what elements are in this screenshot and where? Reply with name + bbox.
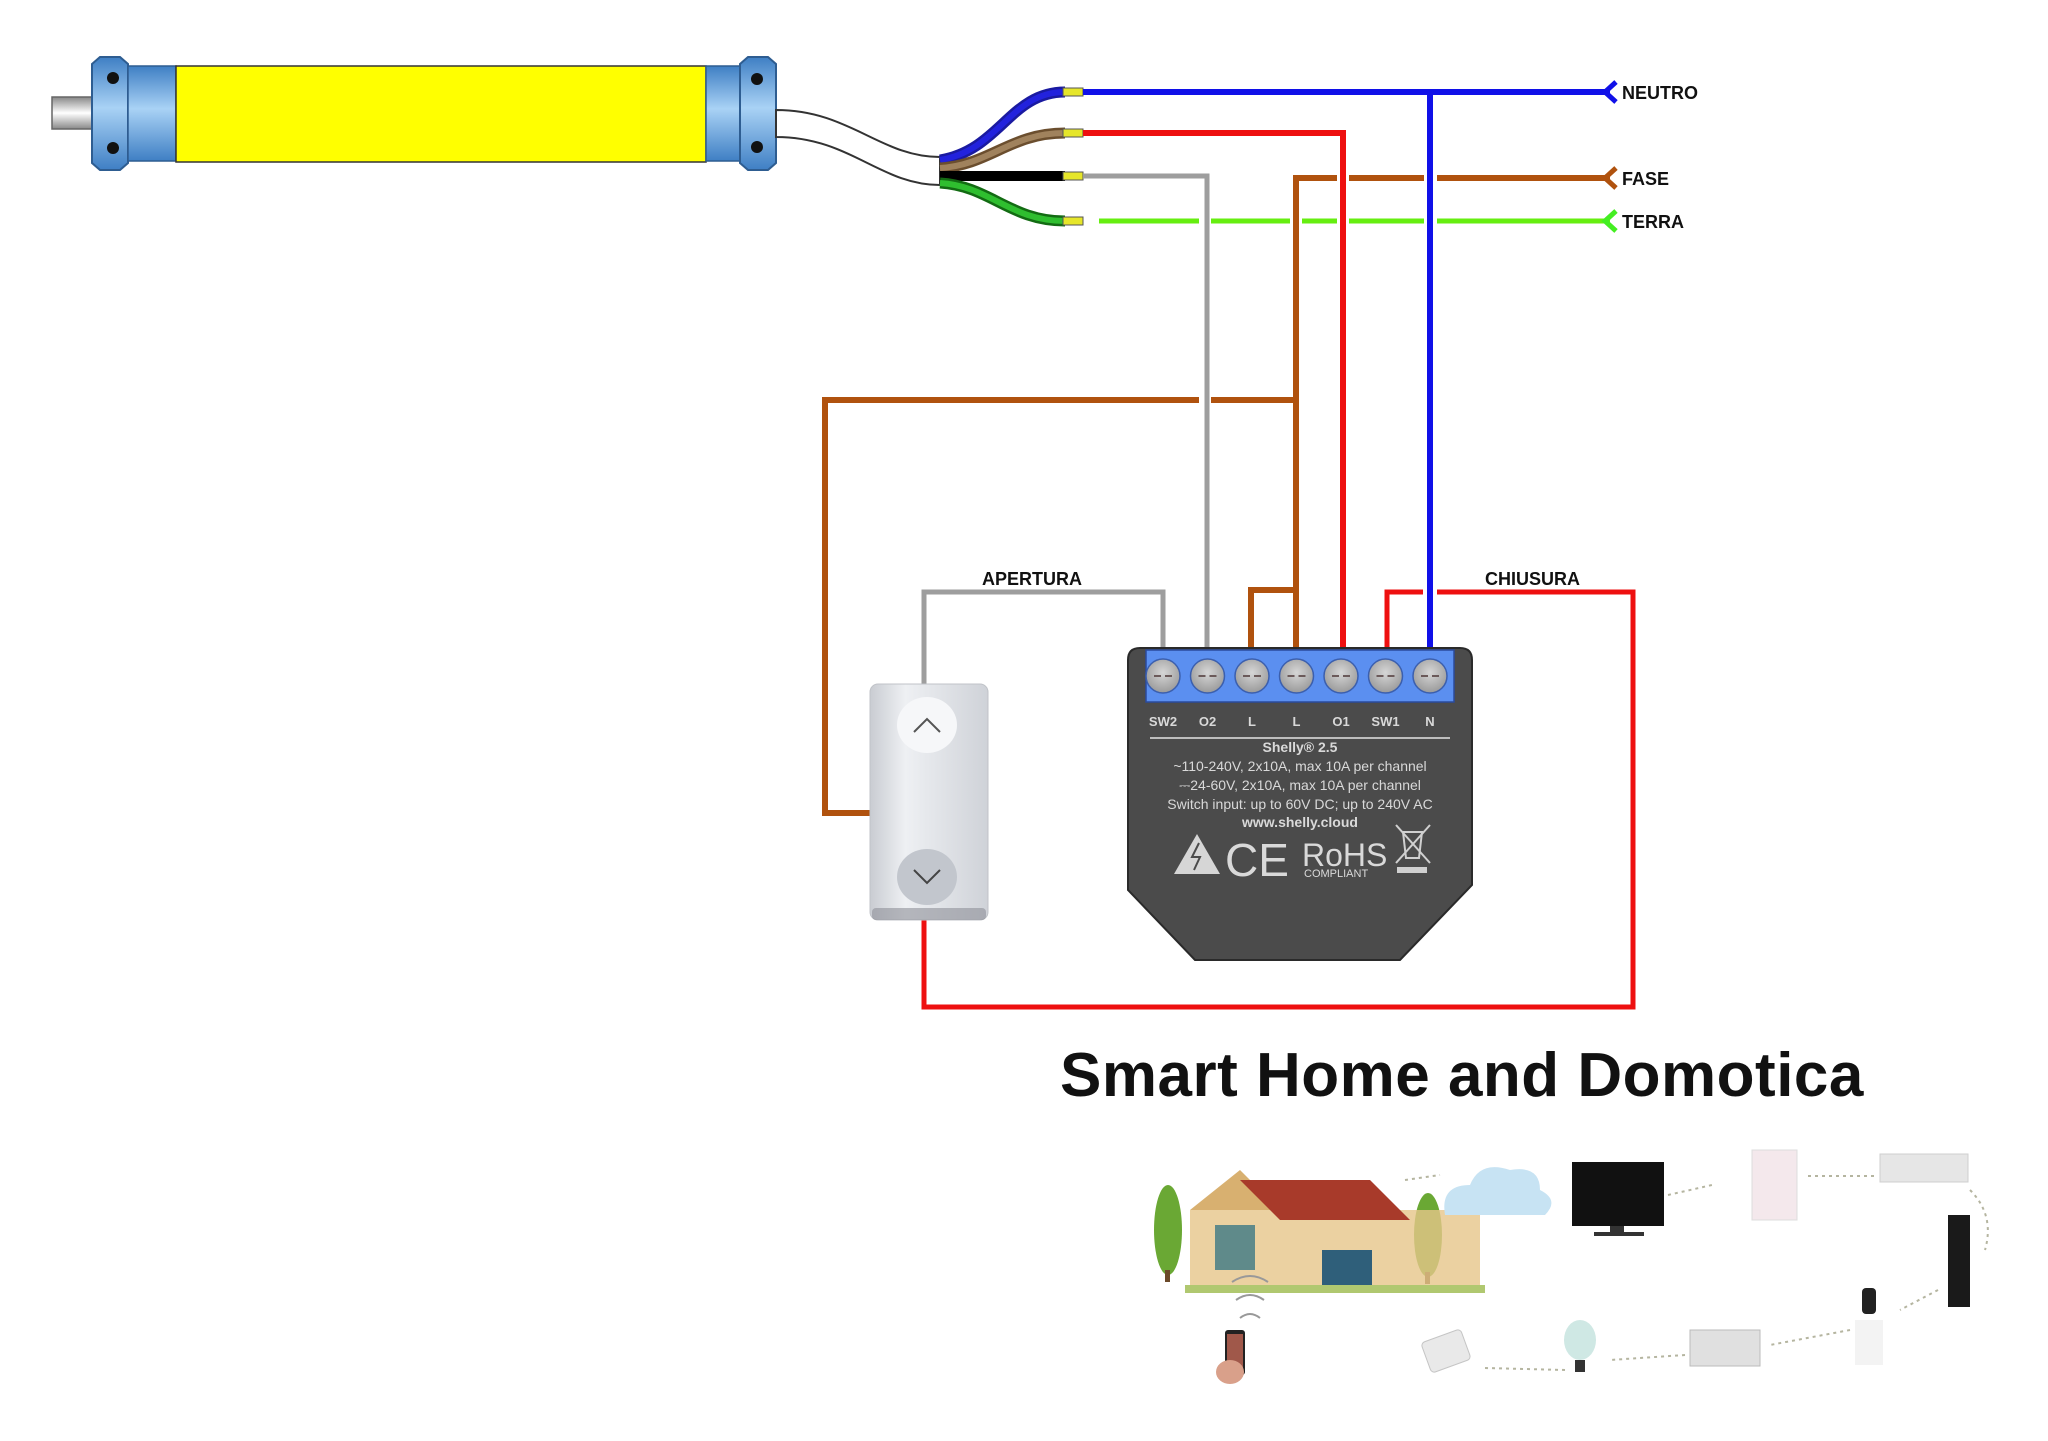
motor-screw bbox=[107, 72, 119, 84]
ce-mark: CE bbox=[1225, 834, 1289, 886]
neutral-label: NEUTRO bbox=[1622, 83, 1698, 103]
terminal-label: SW2 bbox=[1149, 714, 1177, 729]
high-voltage-warning-icon bbox=[1174, 834, 1220, 874]
motor-screw bbox=[107, 142, 119, 154]
terminal-screw bbox=[1234, 658, 1270, 694]
phase-label: FASE bbox=[1622, 169, 1669, 189]
wire-motor-o1 bbox=[1083, 130, 1346, 652]
tv-icon bbox=[1572, 1162, 1664, 1236]
mains-labels: NEUTRO FASE TERRA APERTURA CHIUSURA bbox=[982, 80, 1698, 589]
wire-ferrule bbox=[1062, 216, 1084, 226]
terminal-label: SW1 bbox=[1371, 714, 1399, 729]
module-spec-ac: ~110-240V, 2x10A, max 10A per channel bbox=[1173, 758, 1426, 774]
up-down-switch[interactable] bbox=[869, 683, 989, 921]
terminal-label: L bbox=[1248, 714, 1256, 729]
terminal-screw bbox=[1189, 658, 1226, 694]
connection-dots bbox=[1404, 1174, 1989, 1371]
switch-up-button[interactable] bbox=[897, 697, 957, 753]
switch-down-button[interactable] bbox=[897, 849, 957, 905]
earth-label: TERRA bbox=[1622, 212, 1684, 232]
terminal-screw bbox=[1145, 658, 1181, 694]
apertura-label: APERTURA bbox=[982, 569, 1082, 589]
smart-plug-icon bbox=[1421, 1329, 1471, 1373]
motor-body bbox=[175, 65, 707, 163]
speaker-icon bbox=[1948, 1215, 1970, 1307]
chevron-down-icon bbox=[913, 869, 941, 885]
phase-arrow-icon bbox=[1601, 166, 1618, 190]
neutral-arrow-icon bbox=[1601, 80, 1618, 104]
motor-left-cap bbox=[91, 56, 129, 171]
boiler-icon bbox=[1751, 1149, 1798, 1221]
smart-home-illustration bbox=[1154, 1149, 1989, 1384]
motor-screw bbox=[751, 141, 763, 153]
module-spec-dc: ⎓24-60V, 2x10A, max 10A per channel bbox=[1179, 777, 1421, 793]
module-spec-switch: Switch input: up to 60V DC; up to 240V A… bbox=[1167, 796, 1432, 812]
chevron-up-icon bbox=[913, 717, 941, 733]
terminal-screw bbox=[1367, 658, 1404, 694]
wire-neutral bbox=[1083, 89, 1610, 652]
wire-apertura bbox=[921, 589, 1166, 690]
rohs-mark: RoHS bbox=[1302, 837, 1387, 873]
earth-arrow-icon bbox=[1601, 209, 1618, 233]
cloud-icon bbox=[1444, 1167, 1552, 1215]
wire-motor-o2 bbox=[1083, 173, 1210, 652]
house-icon bbox=[1185, 1170, 1485, 1293]
wifi-icon bbox=[1231, 1275, 1269, 1319]
terminal-label: L bbox=[1293, 714, 1301, 729]
module-model: Shelly® 2.5 bbox=[1263, 739, 1338, 755]
wire-phase bbox=[822, 175, 1610, 816]
camera-icon bbox=[1855, 1288, 1883, 1365]
terminal-label: N bbox=[1425, 714, 1434, 729]
light-bulb-icon bbox=[1564, 1320, 1596, 1372]
terminal-label: O2 bbox=[1199, 714, 1216, 729]
shelly-module: SW2 O2 L L O1 SW1 N Shelly® 2.5 ~110-240V, 2x1… bbox=[1127, 647, 1473, 961]
motor-cable bbox=[775, 86, 1084, 227]
tubular-motor bbox=[51, 56, 777, 171]
motor-right-cap bbox=[739, 56, 777, 171]
footer-title: Smart Home and Domotica bbox=[1060, 1041, 1864, 1110]
module-body bbox=[1127, 647, 1473, 961]
rohs-compliant: COMPLIANT bbox=[1304, 868, 1368, 880]
terminal-label: O1 bbox=[1332, 714, 1349, 729]
wire-ferrule bbox=[1062, 171, 1084, 181]
wire-ferrule bbox=[1062, 128, 1084, 138]
tree-icon bbox=[1154, 1185, 1182, 1275]
module-website: www.shelly.cloud bbox=[1241, 814, 1358, 830]
terminal-screw bbox=[1412, 658, 1448, 694]
motor-shaft bbox=[51, 96, 93, 130]
air-conditioner-icon bbox=[1879, 1153, 1969, 1183]
smartphone-icon bbox=[1216, 1330, 1245, 1384]
chiusura-label: CHIUSURA bbox=[1485, 569, 1580, 589]
terminal-screw bbox=[1323, 658, 1359, 694]
motor-screw bbox=[751, 73, 763, 85]
wire-chiusura bbox=[921, 589, 1636, 1010]
smart-hub-icon bbox=[1689, 1329, 1761, 1367]
wire-ferrule bbox=[1062, 87, 1084, 97]
terminal-screw bbox=[1278, 658, 1315, 694]
weee-bin-icon bbox=[1395, 824, 1431, 873]
motor-left-collar bbox=[127, 65, 177, 162]
